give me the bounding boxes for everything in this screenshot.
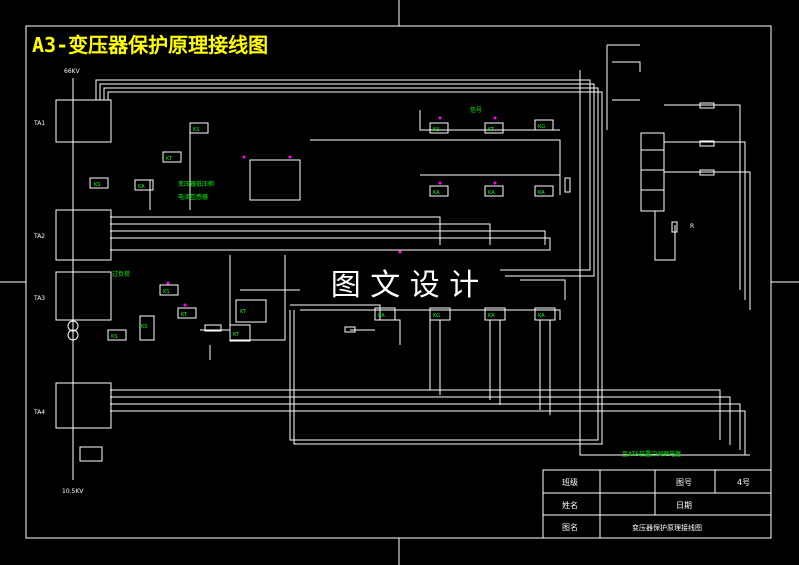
relay-label: KT xyxy=(488,127,495,133)
relay-label: KS xyxy=(193,127,199,133)
date-label: 日期 xyxy=(676,501,692,510)
relay-label: KG xyxy=(538,124,545,130)
low-voltage-rating: 10.5KV xyxy=(62,488,84,495)
primary-circuit xyxy=(55,78,112,480)
annotations: 信号 过负荷 变压器低压侧 电流互感器 至ATS装置中间继电器 R xyxy=(112,106,694,458)
relay-label: KS xyxy=(111,334,117,340)
ct-label-3: TA3 xyxy=(33,295,45,302)
ct-label-4: TA4 xyxy=(33,409,45,416)
bus-note: 至ATS装置中间继电器 xyxy=(622,450,681,458)
sheet-size: 4号 xyxy=(737,478,750,487)
relay-label: KA xyxy=(538,313,545,319)
relay-label: KT xyxy=(233,332,240,338)
relay-label: KA xyxy=(488,313,495,319)
drawing-number-label: 图号 xyxy=(676,478,692,487)
ct-label-1: TA1 xyxy=(33,120,45,127)
watermark: 图 文 设 计 xyxy=(331,268,480,303)
title-block-text: 班级 图号 4号 姓名 日期 图名 变压器保护原理接线图 xyxy=(562,477,750,532)
relay-labels: KS KT KA KS KT KG KS KA KA KA KS KT KS K… xyxy=(94,124,545,340)
relay-label: KT xyxy=(181,312,188,318)
class-label: 班级 xyxy=(562,477,578,487)
relay-label: KA xyxy=(538,190,545,196)
relay-boxes xyxy=(89,102,715,342)
junction-markers xyxy=(166,116,497,307)
relay-label: KS xyxy=(163,289,169,295)
ct-note: 电流互感器 xyxy=(178,193,208,201)
transformer-note: 变压器低压侧 xyxy=(178,180,214,188)
overcurrent-note: 过负荷 xyxy=(112,270,130,278)
relay-label: KG xyxy=(433,313,440,319)
title-block xyxy=(542,469,772,539)
signal-note: 信号 xyxy=(470,106,482,114)
relay-label: KA xyxy=(433,190,440,196)
relay-label: KA xyxy=(488,190,495,196)
resistor-label: R xyxy=(690,223,694,230)
relay-label: KT xyxy=(240,309,247,315)
drawing-name-value: 变压器保护原理接线图 xyxy=(632,523,702,532)
drawing-name-label: 图名 xyxy=(562,522,578,532)
relay-label: KA xyxy=(138,184,145,190)
relay-label: KT xyxy=(166,156,173,162)
ct-label-2: TA2 xyxy=(33,233,45,240)
relay-label: KS xyxy=(141,324,147,330)
relay-label: KS xyxy=(433,127,439,133)
high-voltage-rating: 66KV xyxy=(64,68,81,75)
relay-label: KS xyxy=(94,182,100,188)
name-label: 姓名 xyxy=(562,500,578,510)
drawing-title: A3-变压器保护原理接线图 xyxy=(32,33,268,57)
relay-label: KA xyxy=(378,313,385,319)
wiring xyxy=(95,44,751,456)
ct-labels: TA1 TA2 TA3 TA4 xyxy=(33,120,45,416)
